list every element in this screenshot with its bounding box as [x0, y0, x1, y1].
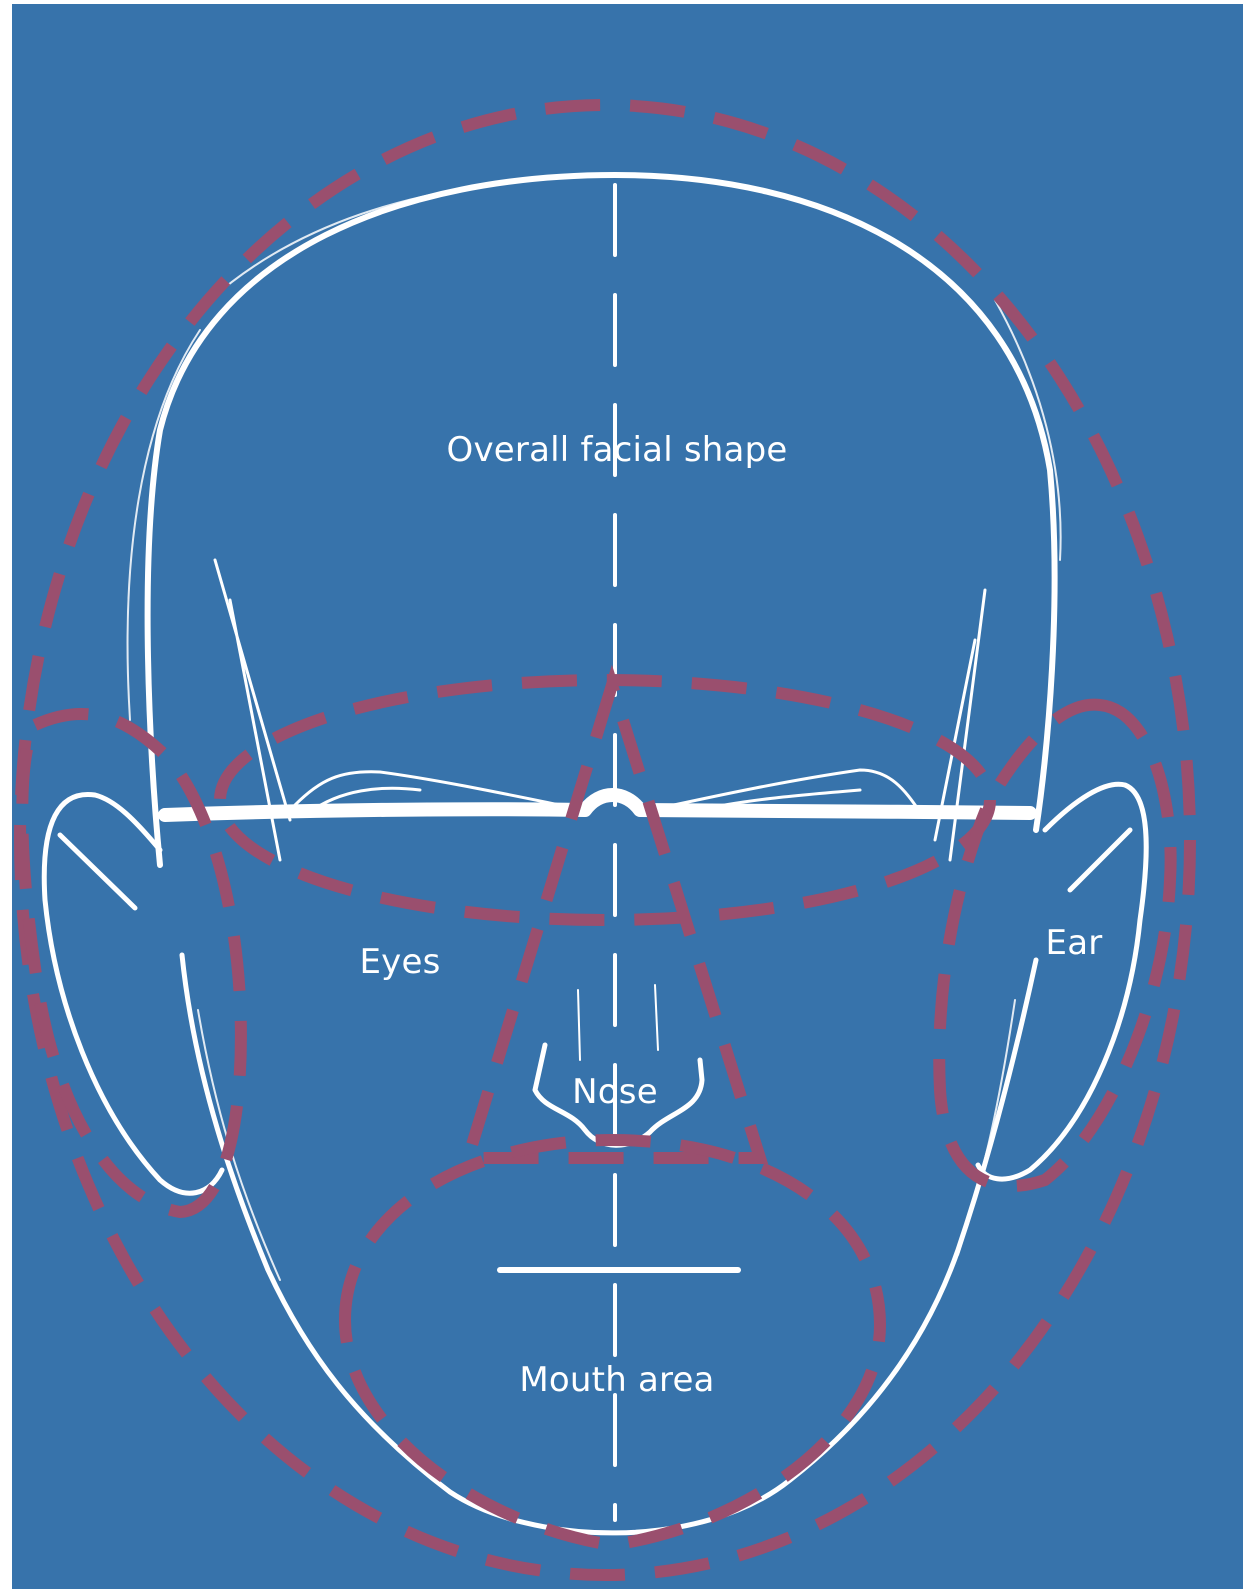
left-ear: [44, 794, 222, 1193]
nose-label: Nose: [572, 1072, 658, 1112]
head-sketch: [44, 175, 1146, 1533]
right-ear-inner: [1070, 830, 1130, 890]
overall-facial-shape-outline: [20, 105, 1190, 1575]
mouth-area-label: Mouth area: [519, 1360, 714, 1400]
nose-bridge-lines: [578, 985, 658, 1060]
overall-facial-shape-label: Overall facial shape: [447, 430, 788, 470]
region-outlines: [20, 105, 1190, 1575]
left-ear-inner: [60, 835, 135, 908]
brow-hatching-right: [660, 590, 985, 860]
right-ear: [978, 784, 1146, 1179]
mouth-region-outline: [345, 1140, 880, 1545]
eyes-label: Eyes: [359, 942, 440, 982]
jaw-outline: [182, 955, 1036, 1533]
head-outline: [148, 175, 1055, 865]
ear-label: Ear: [1046, 923, 1103, 963]
